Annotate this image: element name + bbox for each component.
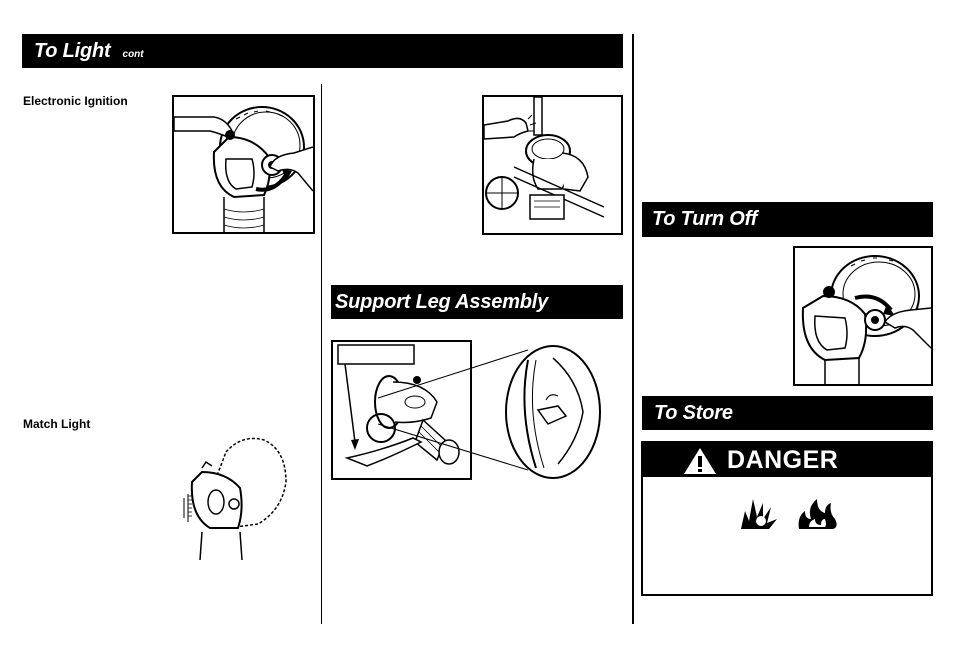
store-title: To Store — [654, 401, 733, 424]
support-leg-detail-figure — [378, 340, 606, 482]
support-leg-title: Support Leg Assembly — [335, 290, 549, 313]
danger-panel: DANGER — [641, 441, 933, 596]
fire-icon — [798, 499, 837, 529]
to-light-header: To Light cont — [22, 34, 623, 68]
match-light-figure — [182, 432, 292, 560]
match-light-label: Match Light — [23, 417, 91, 431]
warning-triangle-icon — [684, 448, 716, 474]
pointing-hand-figure — [482, 95, 623, 235]
store-header: To Store — [642, 396, 933, 430]
to-light-title: To Light — [34, 39, 111, 62]
to-light-cont: cont — [122, 48, 144, 60]
support-leg-header: Support Leg Assembly — [331, 285, 623, 319]
turn-off-header: To Turn Off — [642, 202, 933, 237]
turn-off-title: To Turn Off — [652, 208, 758, 230]
column-divider-2 — [632, 34, 634, 624]
electronic-ignition-figure — [172, 95, 315, 234]
turn-off-figure — [793, 246, 933, 386]
danger-heading: DANGER — [727, 445, 839, 474]
explosion-icon — [741, 499, 777, 529]
callout-label-box — [337, 344, 415, 365]
support-leg-figure — [331, 340, 472, 480]
danger-header: DANGER — [643, 443, 931, 477]
electronic-ignition-label: Electronic Ignition — [23, 94, 128, 108]
column-divider-1 — [321, 84, 322, 624]
